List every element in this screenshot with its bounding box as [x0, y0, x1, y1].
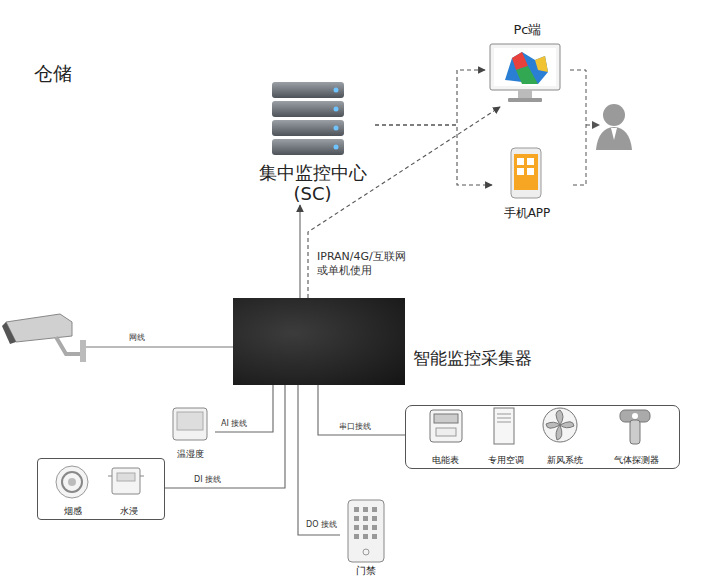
node-label: 门禁: [356, 565, 376, 577]
monitor-icon: [490, 44, 560, 102]
connector: [375, 125, 492, 185]
connector: [308, 107, 500, 298]
node-label: 烟感: [64, 506, 82, 517]
gas-detector-icon: [620, 410, 650, 444]
edge-label: 串口接线: [338, 422, 372, 432]
connector: [375, 70, 485, 125]
connector: [299, 205, 300, 298]
app-node: 手机APP: [492, 145, 562, 220]
node-label: 电能表: [432, 455, 459, 466]
device-group: 电能表 专用空调 新风系统 气体探测器: [405, 405, 680, 469]
node-label: 专用空调: [488, 455, 524, 466]
water-sensor-icon: [108, 468, 144, 494]
device-node: 专用空调: [478, 408, 533, 466]
edge-label: IPRAN/4G/互联网 或单机使用: [316, 250, 418, 278]
device-group: 烟感 水浸: [37, 458, 165, 520]
node-label: 智能监控采集器: [413, 348, 532, 368]
server-icon: [272, 82, 344, 155]
door-node: 门禁: [340, 495, 392, 577]
meter-icon: [430, 410, 462, 442]
door-access-icon: [348, 500, 384, 562]
thermo-hygrometer-icon: [173, 408, 207, 440]
node-label: 集中监控中心 (SC): [257, 162, 369, 205]
camera-icon: [2, 314, 233, 362]
node-label: 水浸: [120, 506, 138, 517]
phone-icon: [511, 148, 541, 198]
fan-icon: [543, 408, 577, 442]
node-label: 气体探测器: [614, 455, 659, 466]
sensor-node: 烟感: [48, 463, 98, 517]
device-node: 电能表: [418, 408, 473, 466]
node-label: 新风系统: [547, 455, 583, 466]
smoke-detector-icon: [56, 466, 88, 498]
server-node: 集中监控中心 (SC): [250, 80, 375, 205]
device-node: 新风系统: [534, 408, 596, 466]
title: 仓储: [33, 62, 73, 86]
connector: [298, 385, 340, 535]
person-icon: [570, 70, 632, 185]
wire-label: 网线: [128, 333, 146, 343]
sensor-node: 温湿度: [165, 405, 215, 460]
edge-label: DI 接线: [193, 475, 222, 485]
edge-label: DO 接线: [305, 520, 338, 530]
sensor-node: 水浸: [104, 463, 154, 517]
collector-box: 智能监控采集器: [233, 298, 405, 385]
connector: [215, 385, 273, 432]
node-label: 温湿度: [177, 449, 204, 460]
air-conditioner-icon: [494, 408, 514, 444]
connector: [165, 385, 285, 488]
connector: [318, 385, 405, 435]
pc-node: Pc端: [485, 22, 570, 107]
node-label: Pc端: [514, 22, 542, 38]
device-node: 气体探测器: [600, 408, 672, 466]
edge-label: AI 接线: [220, 419, 248, 429]
node-label: 手机APP: [504, 206, 551, 220]
